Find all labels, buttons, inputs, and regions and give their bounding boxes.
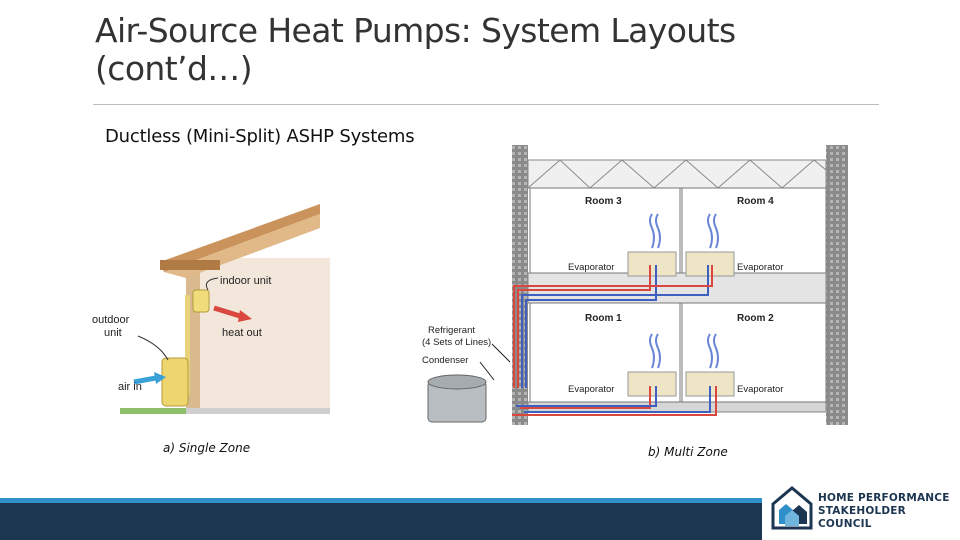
air-in-label: air in	[118, 381, 142, 393]
evaporator-label-room-3: Evaporator	[568, 262, 614, 273]
logo-line-1: HOME PERFORMANCE	[818, 492, 950, 504]
room-2-label: Room 2	[737, 313, 774, 324]
room-4-label: Room 4	[737, 196, 774, 207]
outdoor-unit-shape	[161, 357, 189, 407]
indoor-pointer-arrow	[205, 277, 219, 291]
heat-out-label: heat out	[222, 327, 262, 339]
outdoor-unit-label-1: outdoor	[92, 314, 130, 326]
air-in-arrow	[133, 375, 157, 385]
footer-bar	[0, 503, 762, 540]
roof-truss	[527, 159, 827, 189]
slide-subtitle: Ductless (Mini-Split) ASHP Systems	[105, 126, 415, 147]
logo-line-2: STAKEHOLDER COUNCIL	[818, 505, 906, 530]
condenser-label: Condenser	[422, 355, 468, 366]
refrigerant-label-1: Refrigerant	[428, 325, 475, 336]
evaporator-label-room-4: Evaporator	[737, 262, 783, 273]
single-zone-diagram: indoor unit outdoor unit heat out air in	[90, 200, 330, 425]
foundation	[186, 408, 330, 414]
condenser-pointer	[479, 361, 495, 381]
evaporator-room-3	[627, 251, 677, 277]
truss-web	[527, 159, 827, 189]
refrigerant-label-2: (4 Sets of Lines)	[422, 337, 491, 348]
evaporator-room-4	[685, 251, 735, 277]
slide-title: Air-Source Heat Pumps: System Layouts (c…	[95, 12, 875, 88]
room-4-box	[681, 187, 827, 274]
airflow-arrows	[649, 213, 719, 369]
condenser-top	[427, 374, 487, 390]
outdoor-unit-label-2: unit	[104, 327, 122, 339]
house-logo-icon	[771, 486, 813, 530]
slide-title-line2: (cont’d…)	[95, 49, 253, 88]
multi-zone-diagram: Room 3 Room 4 Room 1 Room 2 Evaporator E…	[410, 140, 865, 430]
evaporator-label-room-1: Evaporator	[568, 384, 614, 395]
hpsc-logo: HOME PERFORMANCE STAKEHOLDER COUNCIL	[765, 478, 960, 540]
multi-zone-caption: b) Multi Zone	[648, 445, 728, 459]
house-wall	[198, 258, 330, 408]
title-divider	[93, 104, 879, 105]
outdoor-pointer-arrow	[137, 335, 169, 361]
heat-out-arrow	[213, 305, 241, 319]
floor-slab	[527, 272, 827, 304]
room-1-label: Room 1	[585, 313, 622, 324]
indoor-unit-label: indoor unit	[220, 275, 271, 287]
refrigerant-lines	[512, 265, 717, 416]
heat-out-arrowhead	[238, 310, 252, 322]
logo-wordmark: HOME PERFORMANCE STAKEHOLDER COUNCIL	[818, 492, 960, 531]
single-zone-illustration: indoor unit outdoor unit heat out air in	[92, 204, 330, 414]
roof-beam	[160, 204, 320, 272]
slide-title-line1: Air-Source Heat Pumps: System Layouts	[95, 11, 736, 50]
evaporator-label-room-2: Evaporator	[737, 384, 783, 395]
line-set	[185, 295, 190, 395]
right-wall	[826, 145, 848, 425]
footer-accent-line	[0, 498, 762, 503]
multi-zone-illustration: Room 3 Room 4 Room 1 Room 2 Evaporator E…	[422, 145, 848, 425]
roof-fascia	[160, 260, 220, 270]
single-zone-caption: a) Single Zone	[163, 441, 251, 455]
air-in-arrowhead	[154, 372, 166, 384]
room-3-label: Room 3	[585, 196, 622, 207]
evaporator-room-1	[627, 371, 677, 397]
refrigerant-pointer	[491, 343, 511, 363]
indoor-unit-shape	[192, 289, 210, 313]
